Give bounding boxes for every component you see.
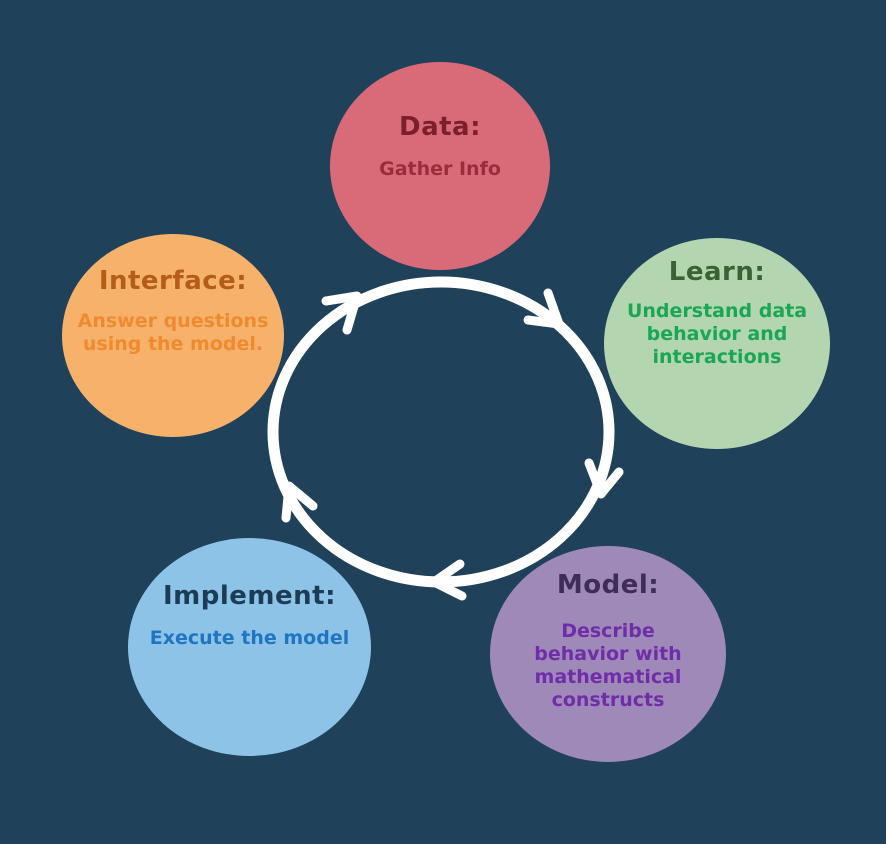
node-implement: Implement: Execute the model — [128, 538, 371, 756]
node-model-desc: Describe behavior with mathematical cons… — [534, 620, 682, 711]
node-data: Data: Gather Info — [330, 62, 550, 270]
node-interface-desc: Answer questions using the model. — [77, 310, 269, 355]
node-model: Model: Describe behavior with mathematic… — [490, 546, 726, 762]
node-implement-desc: Execute the model — [149, 627, 350, 649]
arrow-head-5 — [321, 291, 362, 335]
node-model-title: Model: — [556, 570, 660, 600]
node-learn-desc: Understand data behavior and interaction… — [626, 300, 808, 368]
arrow-head-4 — [281, 481, 318, 523]
arrow-head-1 — [523, 288, 564, 329]
node-data-title: Data: — [399, 112, 481, 142]
node-learn-title: Learn: — [668, 257, 766, 287]
node-implement-title: Implement: — [163, 581, 336, 611]
node-interface: Interface: Answer questions using the mo… — [62, 234, 284, 437]
arrow-head-2 — [584, 458, 624, 499]
arrow-head-3 — [429, 559, 467, 601]
node-learn: Learn: Understand data behavior and inte… — [604, 238, 830, 449]
node-data-desc: Gather Info — [379, 158, 501, 180]
node-interface-title: Interface: — [98, 266, 248, 296]
